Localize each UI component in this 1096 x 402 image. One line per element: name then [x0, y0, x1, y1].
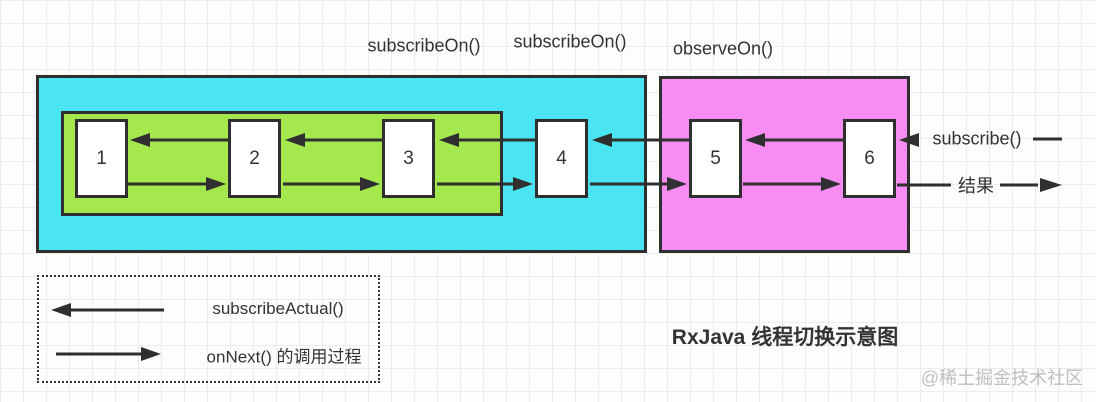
- node-4-label: 4: [556, 147, 567, 169]
- label-subscribe: subscribe(): [932, 128, 1022, 149]
- node-2-label: 2: [249, 147, 260, 169]
- node-1: 1: [75, 119, 128, 198]
- node-5: 5: [689, 119, 742, 198]
- node-3-label: 3: [403, 147, 414, 169]
- label-observe-on: observeOn(): [672, 38, 774, 59]
- node-5-label: 5: [710, 147, 721, 169]
- diagram-title: RxJava 线程切换示意图: [671, 326, 899, 349]
- node-1-label: 1: [96, 147, 107, 169]
- node-2: 2: [228, 119, 281, 198]
- label-subscribe-on-1: subscribeOn(): [367, 35, 481, 56]
- legend-label-subscribe-actual: subscribeActual(): [212, 299, 344, 318]
- legend-box: [37, 275, 380, 383]
- legend-label-on-next: onNext() 的调用过程: [206, 347, 362, 367]
- watermark: @稀土掘金技术社区: [920, 368, 1084, 388]
- node-6: 6: [843, 119, 896, 198]
- node-4: 4: [535, 119, 588, 198]
- node-3: 3: [382, 119, 435, 198]
- node-6-label: 6: [864, 147, 875, 169]
- label-result: 结果: [958, 176, 994, 196]
- label-subscribe-on-2: subscribeOn(): [513, 31, 627, 52]
